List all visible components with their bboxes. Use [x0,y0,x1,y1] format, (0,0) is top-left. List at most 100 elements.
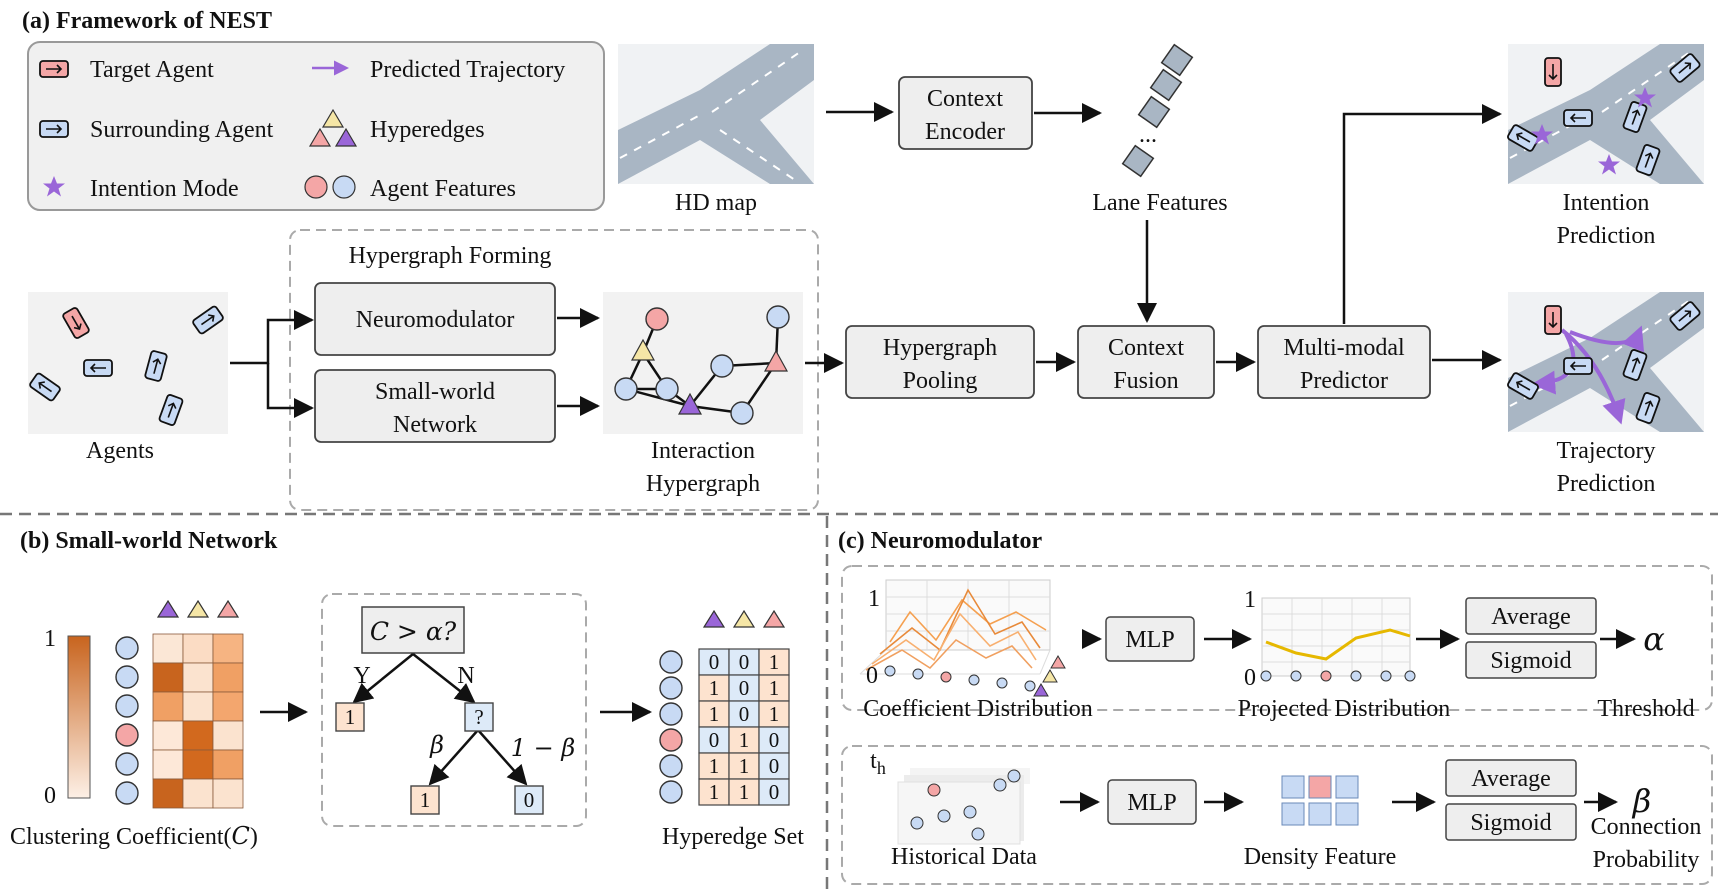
hyperedge-set-label: Hyperedge Set [662,824,804,850]
lane-ellipsis: ... [1139,122,1157,148]
legend-surrounding-agent: Surrounding Agent [90,117,274,143]
surrounding-agent-icon [39,120,69,138]
leaf-one-text: 1 [345,705,356,729]
heatmap-cell [182,720,214,751]
proj-axis-zero: 0 [1244,665,1256,691]
density-feature-grid [1281,775,1359,826]
hyperedges-icon [308,108,358,147]
trajectory-prediction-line1: Trajectory [1556,438,1655,464]
heatmap-cell [182,749,214,780]
heatmap-hyperedge-header [156,599,240,618]
coefficient-distribution-label: Coefficient Distribution [863,696,1093,722]
legend-agent-features: Agent Features [370,176,516,202]
average-box-probability: Average [1445,759,1577,797]
agents-image [28,292,228,434]
interaction-hypergraph-line2: Hypergraph [646,471,760,497]
heatmap-cell [152,749,184,780]
heatmap-cell [212,691,244,722]
th-label: th [870,748,886,778]
hyperedge-set-agents [659,650,683,804]
mlp-label-threshold: MLP [1125,627,1174,653]
proj-axis-one: 1 [1244,587,1256,613]
legend-target-agent: Target Agent [90,57,214,83]
multimodal-predictor-box: Multi-modal Predictor [1257,325,1431,399]
context-fusion-line2: Fusion [1113,368,1178,394]
leaf-final-zero-text: 0 [524,788,535,812]
threshold-label: Threshold [1597,696,1694,722]
probability-branch-frame [841,745,1713,885]
matrix-cell-value: 0 [739,676,750,700]
lane-features-label: Lane Features [1092,190,1227,216]
matrix-cell-value: 0 [769,728,780,752]
matrix-cell [758,778,790,806]
matrix-cell-value: 1 [709,754,720,778]
neuromodulator-label: Neuromodulator [356,307,515,333]
beta-output: β [1632,782,1652,820]
condition-text: C > α? [370,617,457,646]
sigmoid-box-probability: Sigmoid [1445,803,1577,841]
heatmap-cell [182,778,214,809]
historical-data-image [897,768,1030,845]
legend-intention-mode: Intention Mode [90,176,239,202]
heatmap-cell [152,662,184,693]
sigmoid-label-probability: Sigmoid [1470,810,1551,836]
hypergraph-pooling-line2: Pooling [903,368,978,394]
matrix-cell-value: 1 [769,676,780,700]
mlp-box-threshold: MLP [1105,616,1195,662]
matrix-cell-value: 1 [769,702,780,726]
heatmap-cell [152,720,184,751]
one-minus-beta-label: 1 − β [511,734,576,762]
matrix-cell-value: 0 [769,780,780,804]
multimodal-predictor-line2: Predictor [1300,368,1388,394]
heatmap-cell [212,633,244,664]
matrix-cell [758,752,790,780]
heatmap-cell [182,662,214,693]
threshold-branch-frame [841,565,1713,711]
interaction-hypergraph-image [603,292,803,434]
matrix-cell-value: 1 [739,728,750,752]
matrix-cell-value: 1 [709,676,720,700]
branch-no: N [457,663,474,689]
legend-hyperedges: Hyperedges [370,117,485,143]
intention-prediction-line1: Intention [1563,190,1650,216]
hypergraph-pooling-box: Hypergraph Pooling [845,325,1035,399]
matrix-cell [698,648,730,676]
matrix-cell-value: 1 [739,754,750,778]
lane-features-icon [1121,43,1194,178]
intention-prediction-image [1505,44,1704,184]
matrix-cell [758,700,790,728]
section-a-title: (a) Framework of NEST [22,8,272,34]
matrix-cell [698,778,730,806]
sigmoid-label-threshold: Sigmoid [1490,648,1571,674]
leaf-question-node [464,702,494,732]
matrix-cell-value: 1 [739,780,750,804]
matrix-cell-value: 1 [709,780,720,804]
beta-branch-label: β [429,731,444,759]
trajectory-prediction-line2: Prediction [1557,471,1656,497]
connection-probability-line1: Connection [1591,814,1702,840]
colorbar-bottom-label: 0 [44,783,56,809]
leaf-one-node [335,702,365,732]
legend: Target Agent Predicted Trajectory Surrou… [27,41,605,211]
matrix-cell-value: 0 [739,650,750,674]
small-world-line2: Network [393,412,477,438]
hd-map-label: HD map [675,190,757,216]
leaf-final-zero-node [514,785,544,815]
matrix-cell [728,752,760,780]
heatmap-cell [152,633,184,664]
legend-predicted-trajectory: Predicted Trajectory [370,57,565,83]
leaf-question-text: ? [474,705,483,729]
projected-distribution-chart [1260,597,1416,682]
projected-distribution-label: Projected Distribution [1238,696,1451,722]
decision-tree-frame [321,593,587,827]
leaf-final-one-node [410,785,440,815]
coefficient-distribution-chart [859,579,1066,697]
average-label-threshold: Average [1491,604,1571,630]
average-label-probability: Average [1471,766,1551,792]
hd-map-image [618,44,814,184]
heatmap-cell [212,662,244,693]
mlp-box-probability: MLP [1107,779,1197,825]
average-box-threshold: Average [1465,597,1597,635]
density-feature-label: Density Feature [1244,844,1397,870]
